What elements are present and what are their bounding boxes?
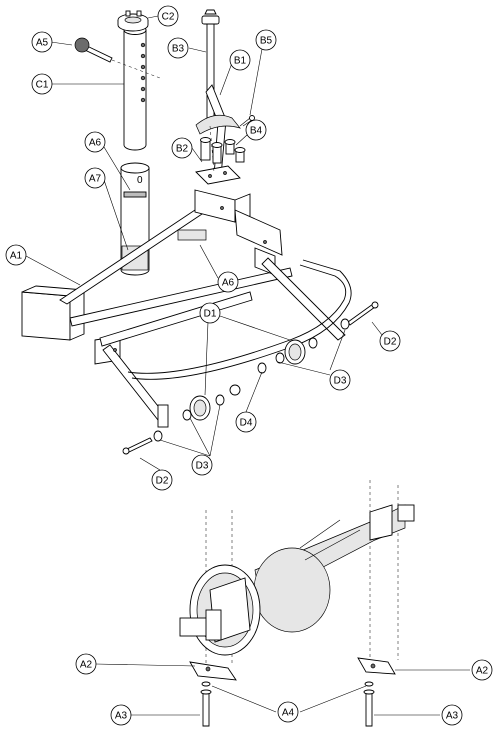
callout-b4-label: B4 [250, 126, 263, 137]
callout-c2: C2 [157, 5, 179, 27]
callout-a4-label: A4 [282, 708, 295, 719]
callout-b5-label: B5 [260, 36, 273, 47]
tiller-rod-b3 [201, 9, 220, 125]
callout-c1-label: C1 [36, 80, 49, 91]
callout-d4-label: D4 [240, 418, 253, 429]
callout-a6-frame: A6 [217, 271, 239, 293]
callout-a3-right: A3 [441, 704, 463, 726]
callout-b5: B5 [255, 29, 277, 51]
callout-b3: B3 [167, 37, 189, 59]
callout-d4: D4 [235, 411, 257, 433]
wheel-left [182, 384, 241, 421]
callout-a3-left: A3 [110, 704, 132, 726]
callout-d3-right-label: D3 [334, 376, 347, 387]
callout-a1-label: A1 [10, 251, 23, 262]
callout-a2-left-label: A2 [80, 660, 93, 671]
bolt-a3-left [200, 689, 212, 727]
callout-a6-top-label: A6 [89, 138, 102, 149]
callout-a7: A7 [84, 167, 106, 189]
callout-a1: A1 [5, 244, 27, 266]
callout-a5-label: A5 [36, 38, 49, 49]
callout-b2-label: B2 [176, 144, 189, 155]
bolt-a3-right [363, 689, 375, 727]
detent-pin-a5 [74, 37, 161, 79]
seat-post-c1 [123, 25, 147, 151]
callout-b1-label: B1 [234, 56, 247, 67]
base-frame-a1 [21, 189, 346, 428]
height-collar-c2 [117, 10, 149, 32]
anti-tip-bar-d1 [127, 259, 352, 380]
callout-a6-frame-label: A6 [222, 278, 235, 289]
callout-d1-label: D1 [204, 309, 217, 320]
callout-d3-right: D3 [329, 369, 351, 391]
post-mark-label: 0 [137, 175, 143, 186]
callout-d1: D1 [199, 302, 221, 324]
callout-d2-left-label: D2 [156, 476, 169, 487]
bolt-d2-right [340, 301, 379, 330]
callout-b2: B2 [171, 137, 193, 159]
callout-a3-left-label: A3 [115, 711, 128, 722]
callout-a5: A5 [31, 31, 53, 53]
callout-d2-right-label: D2 [384, 337, 397, 348]
mount-plate-b2 [195, 165, 241, 185]
callout-b3-label: B3 [172, 44, 185, 55]
callout-b4: B4 [245, 119, 267, 141]
callout-a2-right: A2 [471, 659, 493, 681]
callout-d3-left-label: D3 [196, 461, 209, 472]
callout-c1: C1 [31, 73, 53, 95]
callout-a2-right-label: A2 [476, 666, 489, 677]
callout-c2-label: C2 [162, 12, 175, 23]
bolt-d2-left [122, 430, 163, 455]
callout-a2-left: A2 [75, 653, 97, 675]
bracket-a2-left [189, 661, 237, 681]
callout-b1: B1 [229, 49, 251, 71]
leader-lines [25, 15, 470, 716]
callout-d3-left: D3 [191, 454, 213, 476]
callout-a7-label: A7 [89, 174, 102, 185]
screw-b5 [239, 115, 255, 127]
callout-a3-right-label: A3 [446, 711, 459, 722]
bolts-b4 [200, 137, 246, 164]
callout-a6-top: A6 [84, 131, 106, 153]
wheel-right [257, 337, 318, 374]
callout-a4: A4 [277, 701, 299, 723]
callout-d2-right: D2 [379, 330, 401, 352]
transaxle-assembly [179, 480, 415, 666]
washers-a4 [201, 681, 374, 687]
callout-d2-left: D2 [151, 469, 173, 491]
bracket-a2-right [357, 657, 396, 675]
